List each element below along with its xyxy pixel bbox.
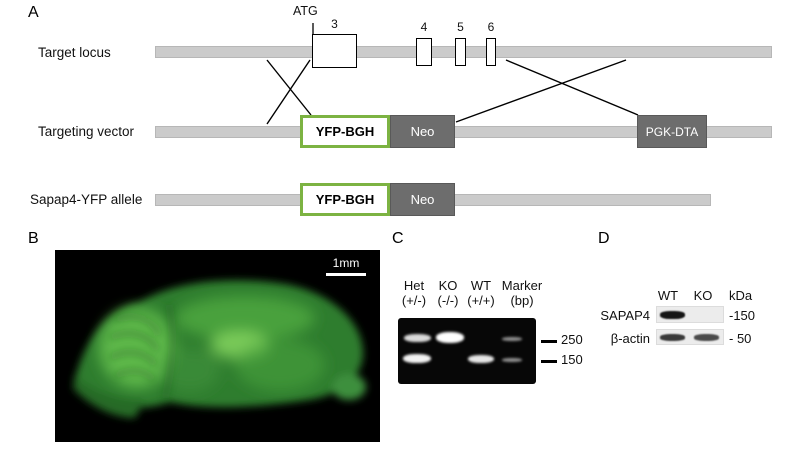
gel-lane-header-wt: WT (+/+) [463,278,499,308]
neo-cassette-allele: Neo [390,183,455,216]
kda-unit-label: kDa [729,288,753,303]
exon-5-label: 5 [457,20,464,34]
exon-6-box [486,38,496,66]
lane-wt-genotype: (+/+) [467,293,495,308]
gel-band-wt-150 [468,355,494,363]
gel-lane-header-ko: KO (-/-) [430,278,466,308]
target-locus-label: Target locus [38,45,111,60]
blot-lane-wt-label: WT [657,288,679,303]
brain-fluorescence-image: 1mm [55,250,380,442]
beta-actin-size-label: - 50 [729,331,752,346]
scale-bar [326,273,366,276]
panel-d-label: D [598,230,610,247]
lane-het-genotype: (+/-) [401,293,427,308]
exon-6-label: 6 [487,20,495,34]
beta-actin-blot-label: β-actin [610,331,650,346]
exon-4-box [416,38,432,66]
yfp-bgh-cassette-allele: YFP-BGH [300,183,390,216]
sapap4-blot-strip [656,306,724,323]
lane-ko-genotype: (-/-) [437,293,459,308]
lane-marker-genotype: (bp) [510,293,534,308]
exon-3-label: 3 [331,17,338,31]
beta-actin-band-ko [694,334,719,341]
brain-section-illustration [55,250,380,442]
marker-tick-150 [541,360,557,363]
marker-size-250: 250 [561,332,583,347]
gel-lane-header-het: Het (+/-) [395,278,433,308]
gel-band-het-250 [404,334,431,342]
sapap4-size-label: -150 [729,308,756,323]
atg-label: ATG [293,4,318,18]
sapap4-band-wt [660,311,685,319]
gel-band-ko-250 [436,332,464,343]
marker-tick-250 [541,340,557,343]
gel-lane-header-marker: Marker (bp) [495,278,549,308]
exon-3-box [312,34,357,68]
targeting-vector-label: Targeting vector [38,124,135,139]
lane-ko-name: KO [438,278,458,293]
lane-wt-name: WT [470,278,492,293]
panel-a-label: A [28,4,39,21]
panel-c-label: C [392,230,404,247]
exon-5-box [455,38,466,66]
lane-marker-name: Marker [501,278,543,293]
scale-bar-label: 1mm [332,256,360,270]
blot-lane-ko-label: KO [693,288,713,303]
pgk-dta-cassette: PGK-DTA [637,115,707,148]
yfp-bgh-cassette-vector: YFP-BGH [300,115,390,148]
panel-b-label: B [28,230,39,247]
allele-label: Sapap4-YFP allele [30,192,143,207]
gel-band-marker-150 [502,358,522,362]
neo-cassette-vector: Neo [390,115,455,148]
gel-band-het-150 [403,354,431,363]
beta-actin-band-wt [660,334,685,341]
beta-actin-blot-strip [656,329,724,345]
lane-het-name: Het [403,278,425,293]
marker-size-150: 150 [561,352,583,367]
exon-4-label: 4 [420,20,428,34]
genotyping-gel-image [398,318,536,384]
sapap4-blot-label: SAPAP4 [600,308,650,323]
gel-band-marker-250 [502,337,522,341]
